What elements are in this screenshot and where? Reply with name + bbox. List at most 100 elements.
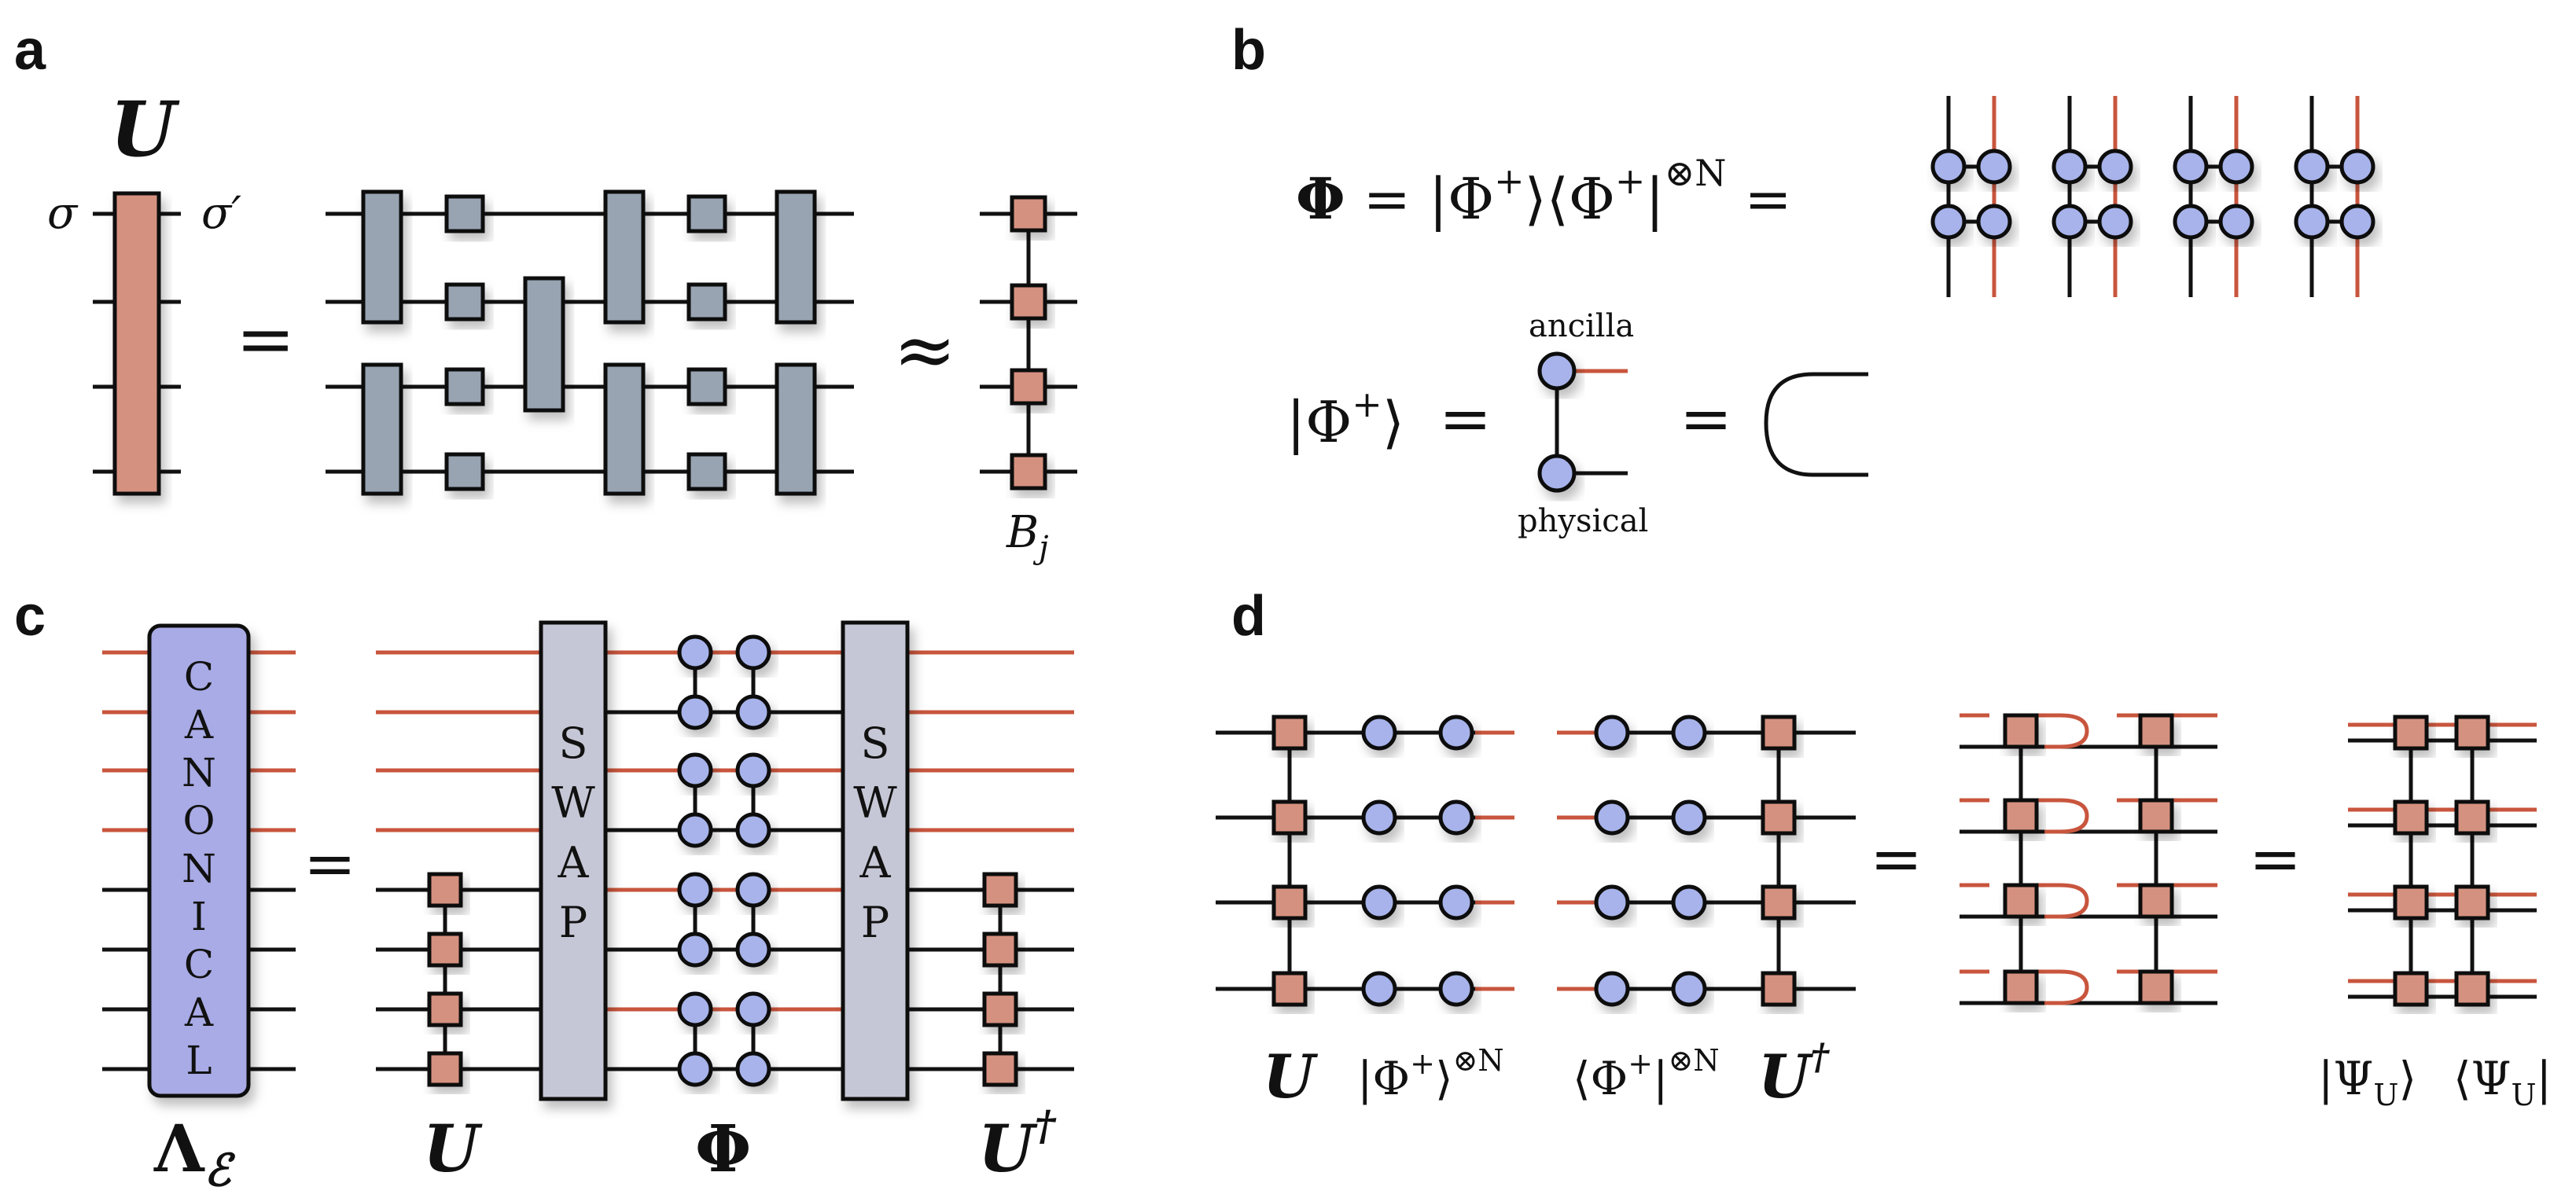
panel-a: a U σ σ′ =: [14, 19, 1077, 566]
bell-site: [1976, 149, 2012, 185]
mpo-tensor: [1761, 971, 1797, 1007]
panel-label-b: b: [1231, 19, 1266, 82]
bell-site: [2097, 149, 2133, 185]
canonical-letter: A: [184, 990, 214, 1035]
mpo-tensor: [982, 1051, 1018, 1087]
bell-site: [1438, 884, 1474, 921]
bell-site: [2339, 149, 2375, 185]
sigma-prime-label: σ′: [201, 188, 241, 239]
bell-pairs-network: [1930, 96, 2375, 297]
contraction-loop: [2021, 969, 2089, 1005]
bell-site: [1671, 715, 1707, 751]
mpo-tensor: [427, 1051, 463, 1087]
mpo-tensor: [1010, 195, 1047, 233]
swap-letter: W: [551, 778, 595, 828]
bell-site: [2294, 149, 2330, 185]
ket-phi-power-label: |Φ+⟩⊗N: [1357, 1043, 1504, 1105]
bell-site: [735, 812, 771, 848]
equals-sign: =: [304, 827, 356, 900]
bell-site: [735, 694, 771, 730]
swap-letter: W: [853, 778, 897, 828]
mpo-tensor: [2454, 884, 2490, 921]
bell-site: [735, 872, 771, 908]
mpo-tensor: [1761, 884, 1797, 921]
single-qubit-gate: [444, 194, 485, 233]
bell-site: [735, 932, 771, 968]
psi-ket-label: |ΨU⟩: [2318, 1052, 2416, 1112]
bell-pairs-phi: [677, 634, 771, 1087]
equals-sign: =: [236, 298, 295, 380]
equals-sign: =: [1439, 382, 1492, 455]
single-qubit-gate: [686, 194, 727, 233]
swap-letter: S: [861, 718, 890, 768]
mpo-tensor: [2003, 969, 2039, 1005]
bell-site: [677, 872, 713, 908]
bell-site: [1361, 884, 1397, 921]
mpo-tensor: [2138, 798, 2174, 834]
bell-site: [1594, 715, 1630, 751]
bell-site: [2097, 204, 2133, 240]
mpo-tensor: [427, 932, 463, 968]
B-label: Bj: [1006, 507, 1049, 566]
mpo-tensor: [1010, 283, 1047, 321]
bell-site: [1671, 971, 1707, 1007]
bell-site: [1930, 204, 1967, 240]
mpo-tensor: [2454, 799, 2490, 836]
bell-site: [1438, 799, 1474, 836]
mpo-tensor: [2003, 798, 2039, 834]
mpo-tensor: [1271, 884, 1308, 921]
mpo-tensor: [1010, 453, 1047, 491]
cup-symbol: [1764, 372, 1868, 477]
physical-site: [1537, 454, 1577, 493]
bell-site: [677, 694, 713, 730]
panel-label-a: a: [14, 19, 46, 82]
unitary-U-label: U: [110, 85, 180, 174]
bell-site: [735, 991, 771, 1027]
bell-site: [1594, 884, 1630, 921]
mpo-tensor: [1761, 799, 1797, 836]
bell-site: [1361, 799, 1397, 836]
U-dagger-label: U†: [978, 1102, 1057, 1187]
canonical-letter: C: [184, 654, 214, 700]
bell-site: [677, 1051, 713, 1087]
bell-site: [677, 634, 713, 671]
mpo-U-dagger: [982, 872, 1018, 1087]
contraction-loop: [2021, 798, 2089, 834]
mpo-tensor: [1010, 368, 1047, 406]
equals-sign: =: [1870, 822, 1923, 895]
single-qubit-gate: [444, 367, 485, 406]
Phi-label: Φ: [695, 1112, 751, 1187]
mpo-tensor: [2393, 971, 2429, 1007]
mpo-tensor: [2454, 715, 2490, 751]
mpo-tensor: [2138, 883, 2174, 919]
swap-letter: P: [559, 898, 587, 947]
canonical-letter: L: [186, 1038, 212, 1083]
bell-site: [735, 1051, 771, 1087]
mpo-tensor: [1271, 971, 1308, 1007]
two-qubit-gate: [361, 189, 403, 325]
panel-label-d: d: [1231, 585, 1266, 648]
swap-letter: A: [558, 838, 590, 887]
mpo-tensor: [427, 991, 463, 1027]
two-qubit-gate: [603, 189, 646, 325]
single-qubit-gate: [686, 282, 727, 322]
U-label: U: [1263, 1042, 1319, 1112]
mpo-tensor: [982, 932, 1018, 968]
bell-site: [2173, 149, 2209, 185]
ancilla-site: [1537, 351, 1577, 391]
single-qubit-gate: [444, 452, 485, 491]
bell-ket-label: |Φ+⟩: [1286, 383, 1404, 455]
U-dagger-label: U†: [1758, 1035, 1830, 1112]
physical-label: physical: [1518, 503, 1648, 539]
mpo-tensor: [2138, 969, 2174, 1005]
panel-d: d = = U |Φ+⟩⊗N ⟨Φ+|⊗N U† |ΨU⟩ ⟨ΨU|: [1216, 585, 2552, 1112]
mpo-tensor: [1271, 799, 1308, 836]
single-qubit-gate: [444, 282, 485, 322]
U-label: U: [423, 1112, 483, 1187]
canonical-letter: O: [183, 798, 215, 843]
equals-sign: =: [1680, 382, 1732, 455]
panel-b: b Φ = |Φ+⟩⟨Φ+|⊗N = |Φ+⟩ = ancilla physic…: [1231, 19, 2375, 539]
mpo-tensor: [2003, 883, 2039, 919]
